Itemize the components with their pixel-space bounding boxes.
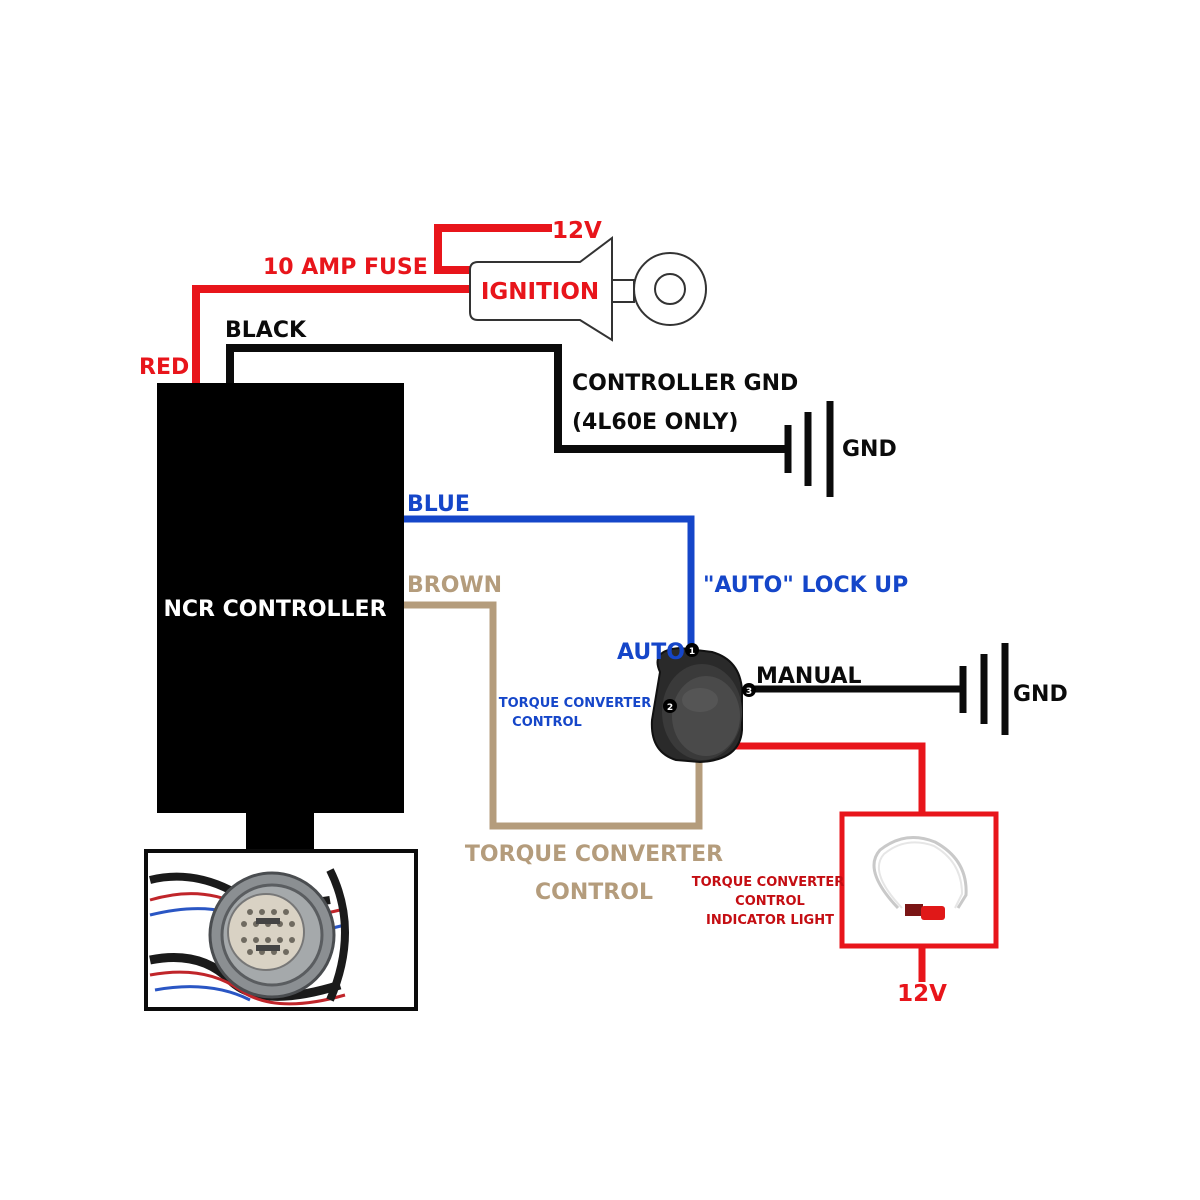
ncr-controller-box	[157, 383, 404, 813]
round-rocker-switch-icon	[650, 646, 743, 764]
label-auto: AUTO	[617, 640, 685, 665]
label-tcc-switch-1: TORQUE CONVERTER	[499, 696, 652, 711]
wire-red-indicator	[718, 742, 926, 814]
label-gnd-right: GND	[1013, 682, 1068, 707]
label-gnd-top: GND	[842, 437, 897, 462]
label-indicator-3: INDICATOR LIGHT	[706, 913, 834, 928]
label-ncr-controller: NCR CONTROLLER	[163, 597, 386, 622]
label-auto-lockup: "AUTO" LOCK UP	[703, 573, 908, 598]
controller-cable-neck	[246, 813, 314, 853]
ignition-shaft	[611, 279, 635, 303]
pin-1-marker	[685, 643, 699, 657]
label-tcc-switch-2: CONTROL	[512, 715, 582, 730]
label-indicator-1: TORQUE CONVERTER	[692, 875, 845, 890]
wire-12v-ignition	[434, 224, 552, 274]
ignition-body	[469, 236, 613, 342]
label-tcc-main-2: CONTROL	[535, 880, 653, 905]
label-tcc-main-1: TORQUE CONVERTER	[465, 842, 723, 867]
label-brown-wire: BROWN	[407, 573, 502, 598]
pin-3-label: 3	[746, 687, 752, 697]
ignition-switch	[469, 236, 707, 342]
pin-3-marker	[742, 683, 756, 697]
label-controller-gnd-2: (4L60E ONLY)	[572, 410, 738, 435]
label-controller-gnd-1: CONTROLLER GND	[572, 371, 798, 396]
wire-brown	[403, 601, 703, 830]
wire-black-gnd	[226, 344, 788, 453]
wire-blue	[403, 515, 695, 648]
label-ignition: IGNITION	[481, 279, 599, 305]
ground-icon	[959, 643, 1009, 735]
wiring-harness-connector-icon	[144, 849, 418, 1011]
label-blue-wire: BLUE	[407, 492, 470, 517]
label-red-wire: RED	[139, 355, 189, 380]
label-manual: MANUAL	[756, 664, 862, 689]
pin-1-label: 1	[689, 647, 695, 657]
pin-2-marker	[663, 699, 677, 713]
indicator-light-box	[839, 811, 999, 949]
label-12v-top: 12V	[552, 218, 602, 244]
pin-2-label: 2	[667, 703, 673, 713]
ground-icon	[784, 401, 834, 497]
label-10-amp-fuse: 10 AMP FUSE	[263, 255, 428, 280]
wire-red-fuse	[192, 285, 478, 385]
key-switch-icon	[633, 252, 707, 326]
label-black-wire: BLACK	[225, 318, 307, 343]
label-indicator-2: CONTROL	[735, 894, 805, 909]
label-12v-bottom: 12V	[897, 981, 947, 1007]
indicator-lamp-icon	[872, 836, 968, 920]
